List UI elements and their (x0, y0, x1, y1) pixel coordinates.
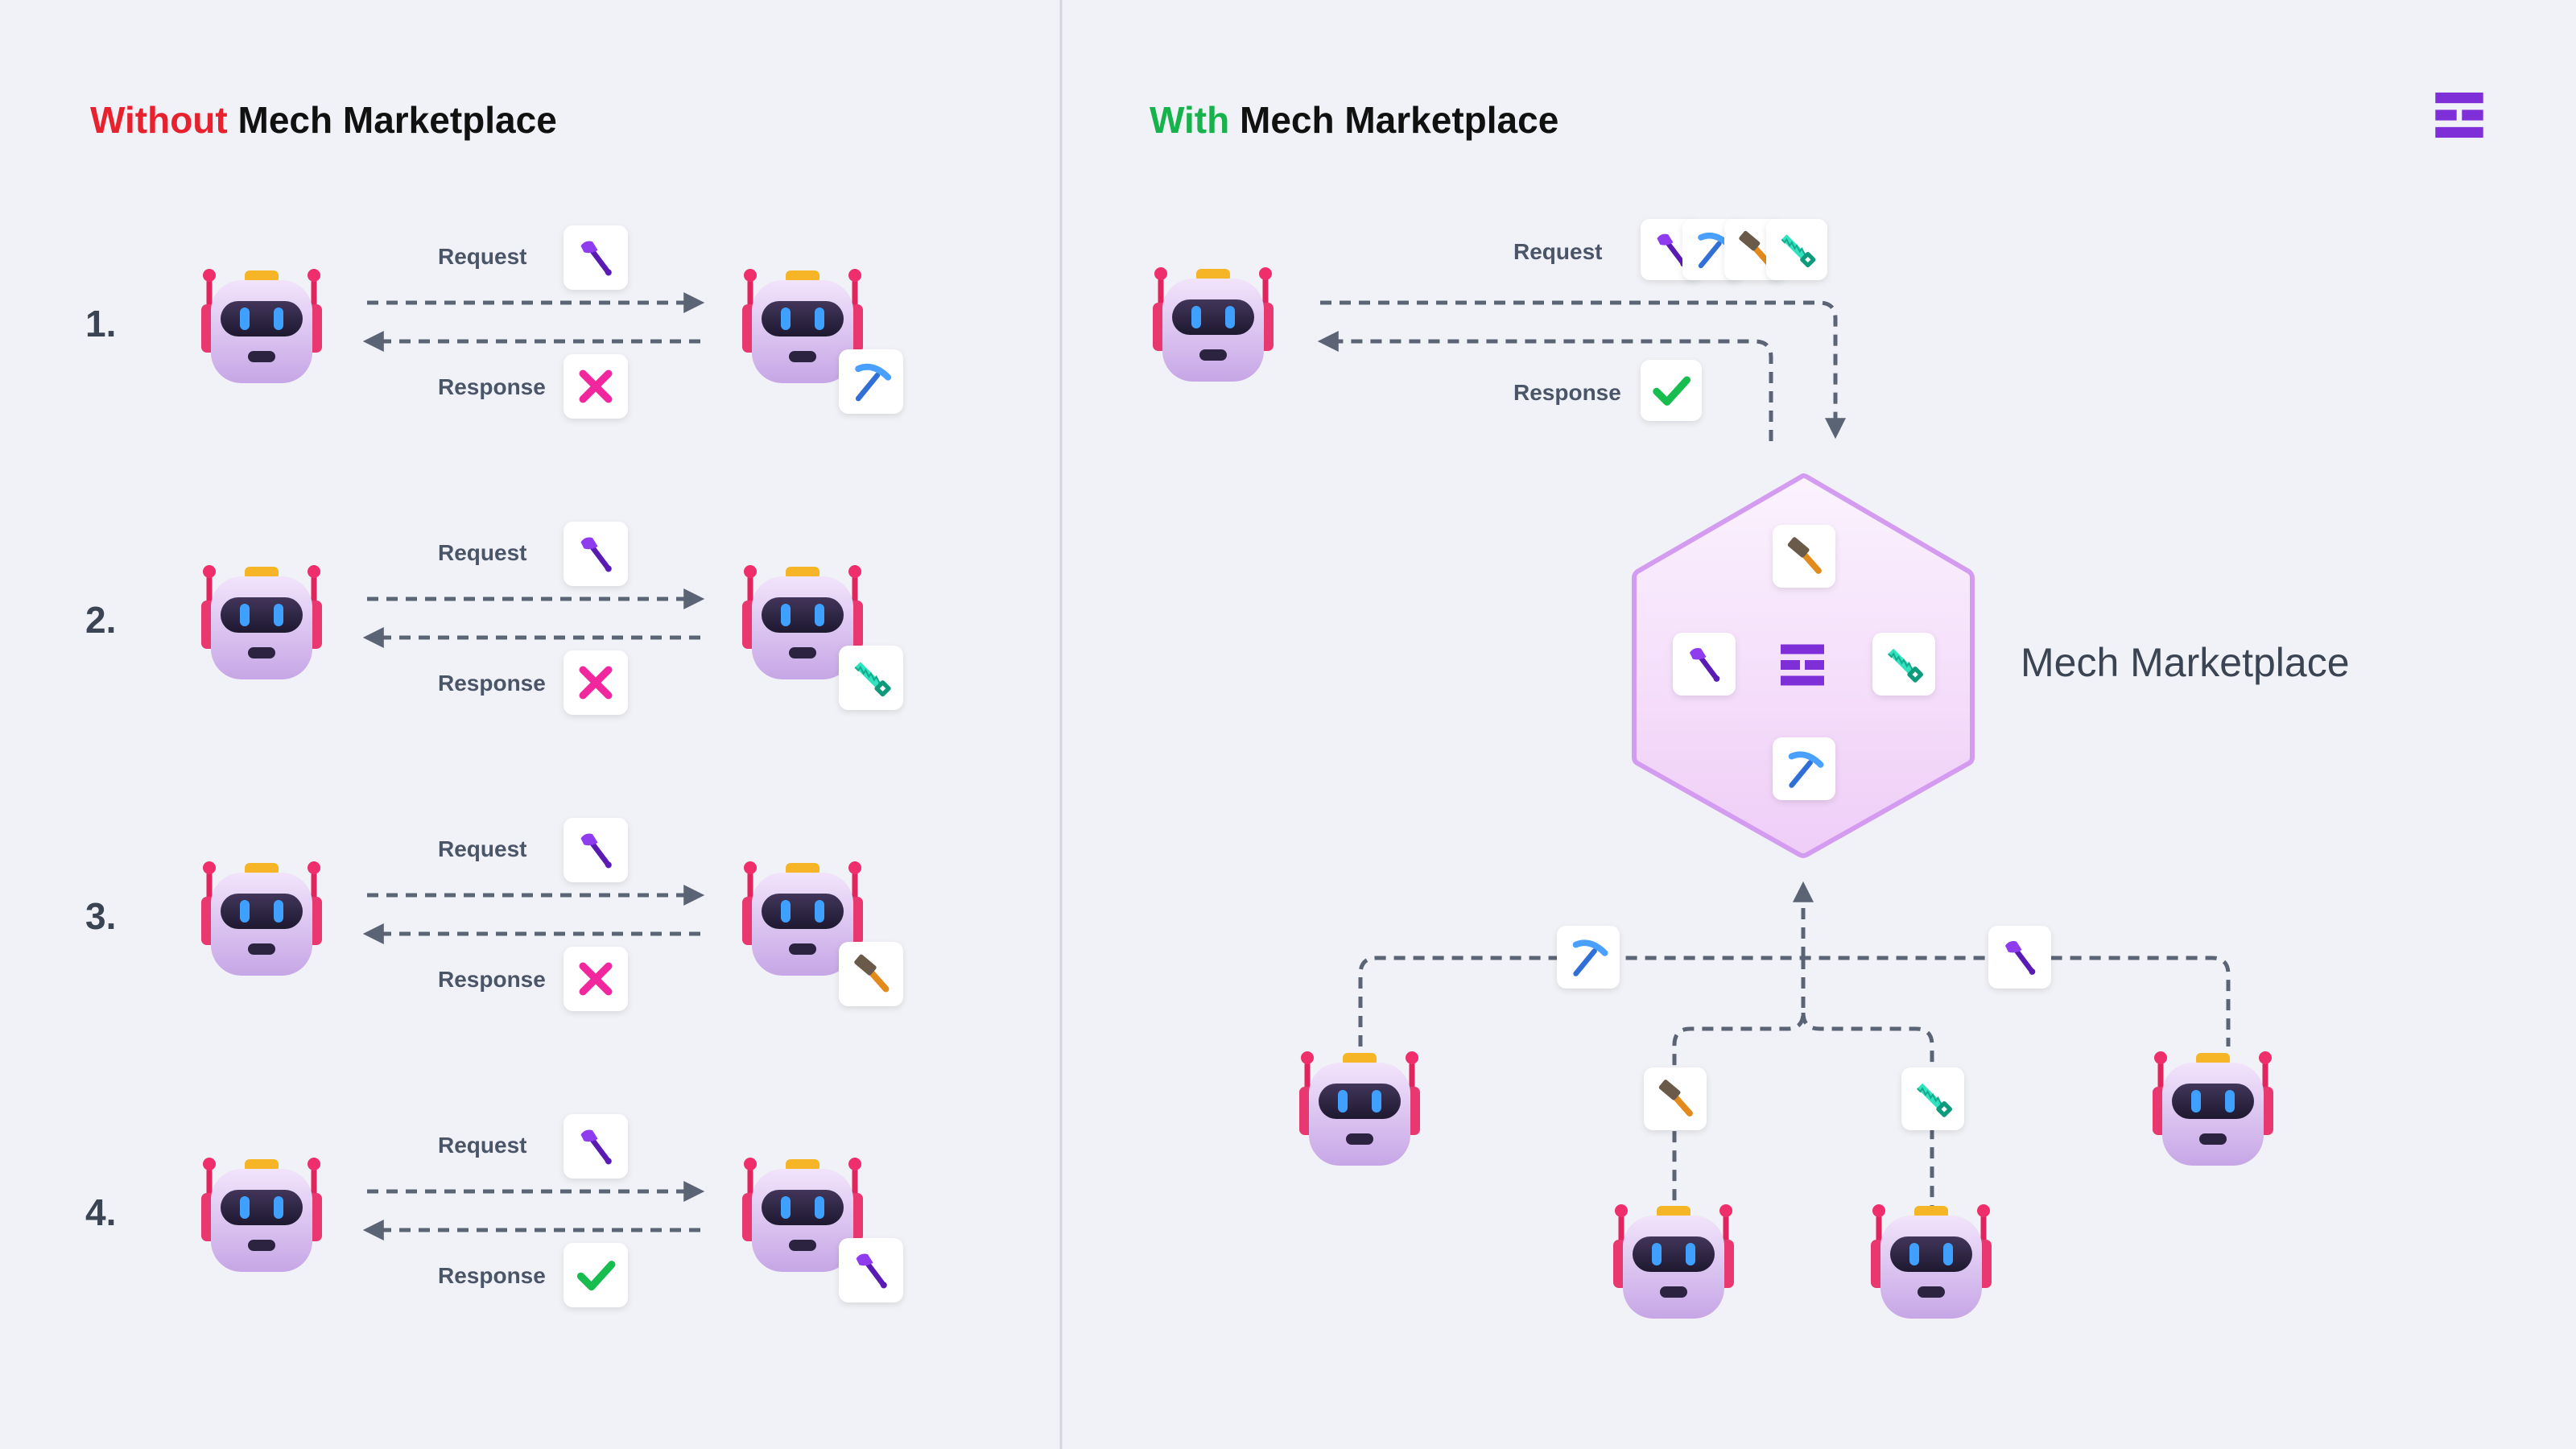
response-label: Response (438, 1263, 546, 1288)
response-result-tile (564, 1243, 628, 1307)
response-result-tile (564, 947, 628, 1011)
request-tool-tile (564, 522, 628, 586)
left-rows: 1.RequestResponse2.RequestResponse3.Requ… (85, 225, 903, 1307)
provider-tool-3-tile (1901, 1067, 1964, 1130)
provider-robot-2 (1613, 1204, 1734, 1319)
request-arrow (1320, 300, 1846, 440)
response-result-tile (564, 354, 628, 419)
marketplace-logo-icon (2435, 92, 2483, 138)
request-label: Request (438, 1133, 526, 1158)
row-number: 1. (85, 303, 116, 345)
requester-robot (1153, 267, 1274, 382)
request-label: Request (438, 836, 526, 861)
response-label: Response (1513, 380, 1621, 405)
hub-tool-3-tile (1872, 633, 1935, 696)
requester-robot (201, 1158, 322, 1272)
response-label: Response (438, 374, 546, 399)
request-tool-4-tile (1766, 219, 1827, 280)
hub-tool-2-tile (1673, 633, 1736, 696)
request-tool-tile (564, 1114, 628, 1179)
request-label: Request (438, 540, 526, 565)
agent-tool-tile (839, 646, 903, 710)
provider-tool-4-tile (1988, 926, 2051, 989)
response-label: Response (438, 967, 546, 992)
right-title: With Mech Marketplace (1150, 99, 1558, 141)
right-panel: Request Response Mech Marketplace (1153, 219, 2350, 1319)
marketplace-hub (1632, 473, 1975, 858)
agent-tool-tile (839, 1238, 903, 1302)
requester-robot (201, 861, 322, 976)
requester-robot (201, 565, 322, 679)
requester-robot (201, 269, 322, 383)
row-number: 4. (85, 1191, 116, 1233)
agent-tool-tile (839, 349, 903, 414)
agent-tool-tile (839, 942, 903, 1006)
response-result-tile (564, 650, 628, 715)
request-tools (1641, 219, 1827, 280)
request-tool-tile (564, 818, 628, 882)
left-title: Without Mech Marketplace (90, 99, 557, 141)
provider-robot-4 (2153, 1051, 2273, 1166)
response-label: Response (438, 671, 546, 696)
provider-robot-3 (1871, 1204, 1992, 1319)
request-label: Request (1513, 239, 1602, 264)
hub-tool-1-tile (1773, 525, 1835, 588)
request-label: Request (438, 244, 526, 269)
hub-tool-4-tile (1773, 737, 1835, 800)
provider-tree (1358, 881, 2231, 1208)
provider-tool-2-tile (1644, 1067, 1707, 1130)
row-number: 3. (85, 895, 116, 937)
row-number: 2. (85, 599, 116, 641)
provider-tool-1-tile (1557, 926, 1620, 989)
provider-robot-1 (1299, 1051, 1420, 1166)
request-tool-tile (564, 225, 628, 290)
hub-label: Mech Marketplace (2021, 640, 2350, 685)
response-arrow (1317, 331, 1773, 441)
